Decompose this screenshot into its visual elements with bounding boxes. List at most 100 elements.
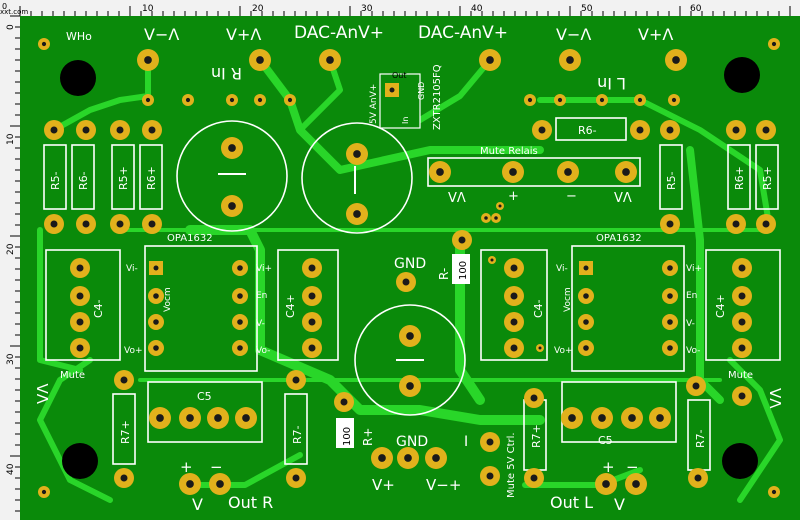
pad-drill — [228, 202, 236, 210]
v-minus-bottom-label: V−+ — [426, 476, 461, 494]
r7p-left-label: R7+ — [119, 420, 132, 444]
trace-right-rail — [686, 146, 724, 404]
pad-drill — [41, 41, 47, 47]
pad-drill — [667, 345, 673, 351]
pad-drill — [214, 414, 222, 422]
pad-drill — [153, 345, 159, 351]
pad-drill — [308, 344, 316, 352]
minus-left-out: − — [210, 458, 223, 476]
pad-drill — [340, 398, 348, 406]
ruler-h-30: 30 — [361, 4, 373, 14]
pad-drill — [637, 97, 643, 103]
ruler-left — [0, 0, 20, 520]
opa-right-en: En — [686, 291, 697, 301]
pad-drill — [667, 319, 673, 325]
pad-drill — [666, 126, 674, 134]
relay-outline — [427, 157, 641, 187]
pad-drill — [498, 204, 502, 208]
pad-drill — [538, 126, 546, 134]
pad-drill — [486, 472, 494, 480]
pad-drill — [148, 126, 156, 134]
c5-right-label: C5 — [598, 434, 613, 447]
pad-drill — [287, 97, 293, 103]
pad-drill — [237, 345, 243, 351]
l-in-label: L In — [597, 74, 626, 93]
reg-5v-label: 5V AnV+ — [369, 84, 379, 124]
opa-right-vo-minus: Vo- — [686, 346, 700, 356]
r7p-right-label: R7+ — [530, 424, 543, 448]
r7m-left-outline — [284, 393, 308, 465]
r6m-left-label: R6- — [77, 171, 90, 190]
pad-drill — [120, 474, 128, 482]
r5m-left-outline — [43, 144, 67, 210]
pad-drill — [557, 97, 563, 103]
r100-top-label: 100 — [458, 261, 469, 280]
r100-bottom-label: 100 — [342, 427, 353, 446]
vplus-top-right: V+Λ — [638, 25, 673, 44]
pad-drill — [406, 332, 414, 340]
opa-right-vocm: Vocm — [563, 287, 573, 312]
opa-left-vo-plus: Vo+ — [124, 346, 143, 356]
pad-drill — [530, 474, 538, 482]
pad-drill — [694, 474, 702, 482]
pad-drill — [598, 414, 606, 422]
vminus-top-left: V−Λ — [144, 25, 179, 44]
plus-left-out: + — [180, 458, 193, 476]
pad-drill — [509, 168, 517, 176]
c4p-left-outline — [277, 249, 339, 361]
pad-drill — [671, 97, 677, 103]
silkscreen-text: WHo V−Λ V+Λ DAC-AnV+ DAC-AnV+ V−Λ V+Λ R … — [34, 23, 784, 514]
pad-drill — [153, 265, 159, 271]
pad-drill — [583, 319, 589, 325]
pad-drill — [237, 265, 243, 271]
pad-drill — [292, 376, 300, 384]
ruler-v-20: 20 — [6, 243, 16, 255]
vminus-top-right: V−Λ — [556, 25, 591, 44]
cap-outline-left — [176, 120, 288, 232]
c5-left-outline — [147, 381, 263, 443]
r-plus-label: R+ — [361, 428, 375, 446]
ruler-corner-label: 0 — [2, 2, 7, 11]
r6p-left-outline — [139, 144, 163, 210]
gnd-bottom-label: GND — [396, 434, 428, 450]
trace-bottom-right — [727, 357, 783, 503]
mute-left-label: Mute — [60, 370, 85, 381]
vplus-top-left: V+Λ — [226, 25, 261, 44]
pad-drill — [486, 56, 494, 64]
pad-drill — [490, 258, 494, 262]
pad-drill — [667, 265, 673, 271]
c4p-right-outline — [705, 249, 781, 361]
pad-drill — [622, 168, 630, 176]
ruler-h-20: 20 — [252, 4, 264, 14]
ruler-h-10: 10 — [142, 4, 154, 14]
pad-drill — [50, 220, 58, 228]
pad-drill — [148, 220, 156, 228]
pad-drill — [308, 318, 316, 326]
pad-drill — [326, 56, 334, 64]
pad-drill — [692, 382, 700, 390]
r7p-left-outline — [112, 393, 136, 465]
opa-right-vo-plus: Vo+ — [554, 346, 573, 356]
pad-drill — [583, 265, 589, 271]
pad-drill — [145, 97, 151, 103]
mount-hole-tr — [724, 57, 760, 93]
pad-drill — [50, 126, 58, 134]
pad-drill — [144, 56, 152, 64]
pad-drill — [672, 56, 680, 64]
pad-drill — [667, 293, 673, 299]
opa-right-vi-minus: Vi- — [556, 264, 568, 274]
pad-drill — [771, 489, 777, 495]
r5m-right-outline — [659, 144, 683, 210]
r100-top-outline — [452, 254, 470, 284]
reg-outline — [379, 73, 421, 129]
mute-relais-label: Mute Relais — [480, 146, 538, 157]
r-minus-vertical-label: R- — [437, 268, 451, 280]
vv-right-label: VΛ — [766, 388, 784, 409]
r6p-left-label: R6+ — [145, 166, 158, 190]
ruler-h-60: 60 — [690, 4, 702, 14]
pad-drill — [292, 474, 300, 482]
pad-drill — [378, 454, 386, 462]
r7m-right-label: R7- — [694, 429, 707, 448]
vv-left-label: VΛ — [34, 383, 52, 404]
